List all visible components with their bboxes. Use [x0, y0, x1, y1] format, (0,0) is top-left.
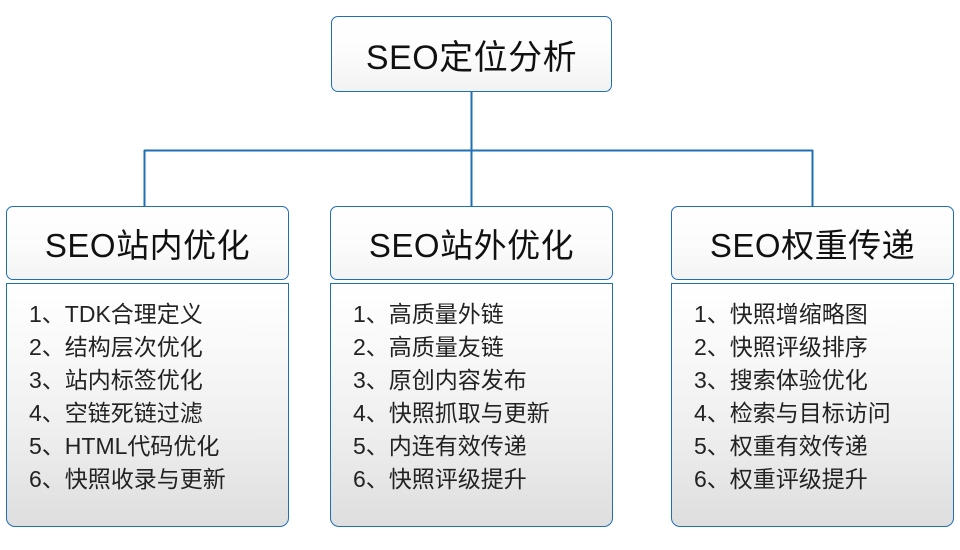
- list-item: 1、高质量外链: [353, 301, 504, 327]
- list-item: 2、结构层次优化: [29, 334, 203, 360]
- branch-column-2: SEO站外优化 1、高质量外链 2、高质量友链 3、原创内容发布 4、快照抓取与…: [330, 206, 613, 527]
- branch-item-list-3: 1、快照增缩略图 2、快照评级排序 3、搜索体验优化 4、检索与目标访问 5、权…: [672, 298, 953, 496]
- branch-header-2[interactable]: SEO站外优化: [330, 206, 613, 280]
- list-item: 5、内连有效传递: [353, 433, 527, 459]
- list-item: 1、TDK合理定义: [29, 301, 203, 327]
- list-item: 3、站内标签优化: [29, 367, 203, 393]
- list-item: 1、快照增缩略图: [694, 301, 868, 327]
- list-item: 4、检索与目标访问: [694, 400, 891, 426]
- list-item: 5、HTML代码优化: [29, 433, 220, 459]
- branch-item-list-1: 1、TDK合理定义 2、结构层次优化 3、站内标签优化 4、空链死链过滤 5、H…: [7, 298, 288, 496]
- list-item: 2、快照评级排序: [694, 334, 868, 360]
- branch-header-3[interactable]: SEO权重传递: [671, 206, 954, 280]
- root-node[interactable]: SEO定位分析: [331, 16, 612, 92]
- branch-body-3: 1、快照增缩略图 2、快照评级排序 3、搜索体验优化 4、检索与目标访问 5、权…: [671, 283, 954, 527]
- list-item: 6、快照评级提升: [353, 466, 527, 492]
- branch-item-list-2: 1、高质量外链 2、高质量友链 3、原创内容发布 4、快照抓取与更新 5、内连有…: [331, 298, 612, 496]
- root-node-label: SEO定位分析: [365, 38, 578, 77]
- branch-column-3: SEO权重传递 1、快照增缩略图 2、快照评级排序 3、搜索体验优化 4、检索与…: [671, 206, 954, 527]
- branch-header-label-3: SEO权重传递: [709, 227, 916, 264]
- list-item: 3、原创内容发布: [353, 367, 527, 393]
- branch-header-label-1: SEO站内优化: [44, 227, 251, 264]
- branch-body-1: 1、TDK合理定义 2、结构层次优化 3、站内标签优化 4、空链死链过滤 5、H…: [6, 283, 289, 527]
- branch-header-1[interactable]: SEO站内优化: [6, 206, 289, 280]
- list-item: 5、权重有效传递: [694, 433, 868, 459]
- list-item: 4、快照抓取与更新: [353, 400, 550, 426]
- list-item: 6、快照收录与更新: [29, 466, 226, 492]
- list-item: 6、权重评级提升: [694, 466, 868, 492]
- list-item: 4、空链死链过滤: [29, 400, 203, 426]
- branch-body-2: 1、高质量外链 2、高质量友链 3、原创内容发布 4、快照抓取与更新 5、内连有…: [330, 283, 613, 527]
- list-item: 2、高质量友链: [353, 334, 504, 360]
- branch-header-label-2: SEO站外优化: [368, 227, 575, 264]
- branch-column-1: SEO站内优化 1、TDK合理定义 2、结构层次优化 3、站内标签优化 4、空链…: [6, 206, 289, 527]
- list-item: 3、搜索体验优化: [694, 367, 868, 393]
